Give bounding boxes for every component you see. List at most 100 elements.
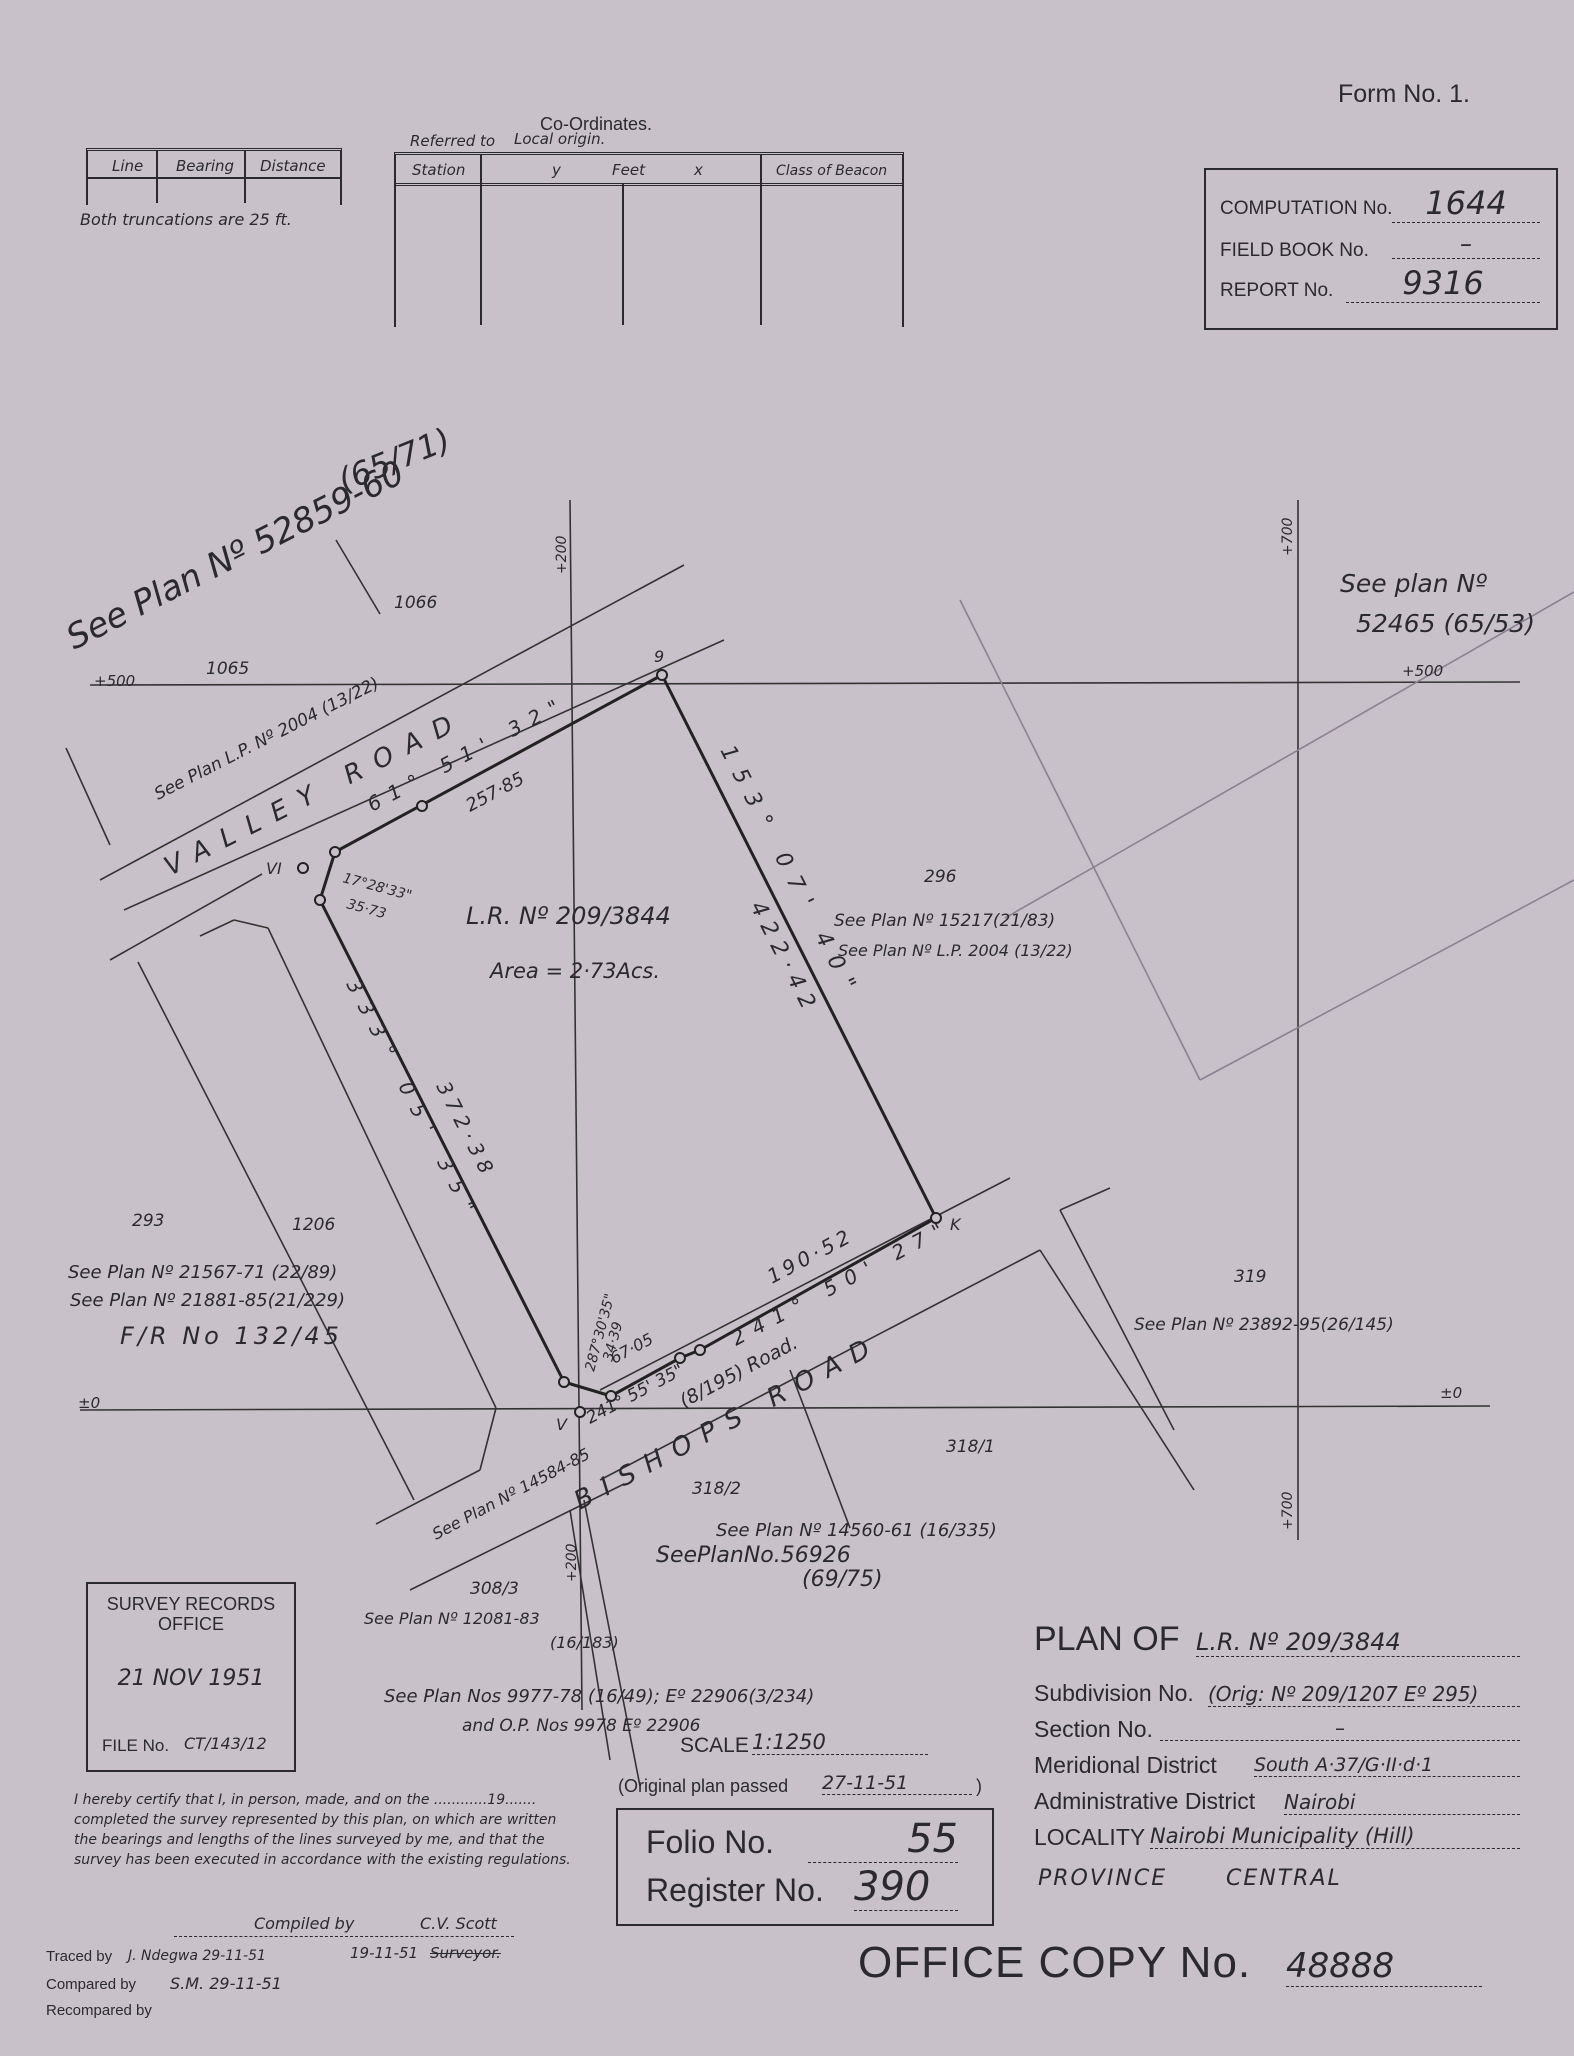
see-plans-bottom-1: See Plan Nos 9977-78 (16/49); Eº 22906(3… [384, 1686, 815, 1707]
valley-road-label: VALLEY ROAD [160, 704, 471, 882]
compiled-by-value: C.V. Scott [420, 1914, 497, 1933]
computation-value: 1644 [1392, 184, 1540, 223]
see-plan-lp2004-right: See Plan Nº L.P. 2004 (13/22) [838, 941, 1073, 960]
locality-value: Nairobi Municipality (Hill) [1150, 1824, 1520, 1849]
meridional-value: South A·37/G·II·d·1 [1254, 1754, 1520, 1777]
computation-box: COMPUTATION No. 1644 FIELD BOOK No. – RE… [1204, 168, 1558, 330]
file-no-label: FILE No. [102, 1736, 170, 1755]
original-passed-label: (Original plan passed [618, 1776, 789, 1796]
grid-0-right: ±0 [1440, 1384, 1462, 1402]
beacon-k: K [950, 1215, 962, 1234]
line-header: Line [112, 157, 144, 175]
see-plan-21881: See Plan Nº 21881-85(21/229) [70, 1290, 345, 1311]
see-plan-15217: See Plan Nº 15217(21/83) [834, 911, 1055, 931]
original-passed-value: 27-11-51 [822, 1772, 972, 1795]
y-header: y [552, 161, 561, 179]
file-no-value: CT/143/12 [184, 1734, 267, 1753]
class-of-beacon-header: Class of Beacon [776, 163, 888, 179]
distance-35-73: 35·73 [345, 896, 388, 922]
see-plan-top-right-line2: 52465 (65/53) [1356, 609, 1535, 638]
compared-by-label: Compared by [46, 1976, 137, 1993]
beacon-vi: VI [266, 859, 282, 878]
grid-500-right: +500 [1402, 662, 1443, 680]
truncation-note: Both truncations are 25 ft. [80, 210, 292, 229]
lot-318-2: 318/2 [692, 1479, 741, 1499]
see-plan-14584: See Plan Nº 14584-85 [429, 1444, 593, 1543]
certify-line-4: survey has been executed in accordance w… [74, 1852, 571, 1868]
bearing-241b: 241° 55' 35" [583, 1360, 687, 1428]
plan-of-label: PLAN OF [1034, 1620, 1180, 1658]
survey-records-title: SURVEY RECORDS [106, 1594, 276, 1614]
lot-318-1: 318/1 [946, 1437, 995, 1457]
see-plan-56926: SeePlanNo.56926 [656, 1543, 851, 1568]
field-book-value: – [1392, 230, 1540, 259]
original-passed-end: ) [976, 1776, 982, 1796]
see-plan-23892: See Plan Nº 23892-95(26/145) [1134, 1315, 1394, 1335]
lr-number: L.R. Nº 209/3844 [466, 902, 671, 930]
folio-label: Folio No. [646, 1824, 775, 1860]
traced-by-value: J. Ndegwa 29-11-51 [128, 1948, 266, 1964]
see-plans-bottom-2: and O.P. Nos 9978 Eº 22906 [462, 1716, 701, 1736]
province-value: CENTRAL [1226, 1866, 1342, 1891]
ref-16-183: (16/183) [550, 1633, 619, 1652]
section-label: Section No. [1034, 1716, 1153, 1742]
compared-by-value: S.M. 29-11-51 [170, 1974, 282, 1993]
compiled-date: 19-11-51 [350, 1944, 419, 1962]
feet-header: Feet [612, 161, 645, 179]
grid-0-left: ±0 [78, 1394, 100, 1412]
certify-line-2: completed the survey represented by this… [74, 1812, 557, 1828]
lot-1066: 1066 [394, 593, 437, 613]
certify-line-1: I hereby certify that I, in person, made… [74, 1792, 537, 1808]
computation-label: COMPUTATION No. [1220, 198, 1393, 219]
beacon-9: 9 [654, 647, 664, 666]
subdivision-label: Subdivision No. [1034, 1680, 1194, 1706]
register-label: Register No. [646, 1872, 824, 1908]
survey-records-box: SURVEY RECORDS OFFICE 21 NOV 1951 FILE N… [86, 1582, 296, 1772]
office-copy-value: 48888 [1286, 1946, 1482, 1987]
coordinates-table: Station y Feet x Class of Beacon [394, 152, 904, 327]
lot-1206: 1206 [292, 1215, 335, 1235]
scale-label: SCALE [680, 1734, 749, 1757]
compiled-by-label: Compiled by [254, 1914, 355, 1933]
station-header: Station [412, 161, 466, 179]
see-plan-12081: See Plan Nº 12081-83 [364, 1609, 540, 1628]
grid-700-bottom: +700 [1280, 1491, 1296, 1530]
see-plan-top-right-line1: See plan Nº [1340, 569, 1487, 598]
locality-label: LOCALITY [1034, 1824, 1146, 1850]
meridional-label: Meridional District [1034, 1752, 1217, 1778]
recompared-by-label: Recompared by [46, 2002, 152, 2019]
survey-records-date: 21 NOV 1951 [117, 1666, 265, 1691]
grid-200-top: +200 [554, 535, 570, 574]
referred-to-label: Referred to [410, 132, 496, 150]
distance-257: 257·85 [462, 768, 527, 816]
see-plan-21567: See Plan Nº 21567-71 (22/89) [68, 1262, 337, 1283]
distance-header: Distance [260, 157, 326, 175]
subdivision-value: (Orig: Nº 209/1207 Eº 295) [1208, 1682, 1520, 1707]
province-label: PROVINCE [1038, 1866, 1168, 1891]
lot-1065: 1065 [206, 659, 249, 679]
form-number: Form No. 1. [1338, 80, 1470, 108]
ref-69-75: (69/75) [802, 1567, 883, 1592]
local-origin-label: Local origin. [514, 130, 606, 148]
plan-of-value: L.R. Nº 209/3844 [1196, 1628, 1520, 1657]
lot-293: 293 [132, 1211, 164, 1231]
lot-296: 296 [924, 867, 957, 887]
report-label: REPORT No. [1220, 280, 1334, 301]
bearing-header: Bearing [176, 157, 235, 175]
survey-records-office: OFFICE [158, 1614, 224, 1634]
traced-by-label: Traced by [46, 1948, 113, 1965]
line-table: Line Bearing Distance [86, 148, 342, 205]
surveyor-label: Surveyor. [430, 1944, 501, 1962]
lot-308-3: 308/3 [470, 1579, 519, 1599]
fr-number: F/R No 132/45 [120, 1322, 343, 1350]
grid-700-top: +700 [1280, 517, 1296, 556]
grid-500-left: +500 [94, 672, 135, 690]
register-value: 390 [854, 1864, 958, 1911]
admin-district-label: Administrative District [1034, 1788, 1256, 1814]
see-plan-14560: See Plan Nº 14560-61 (16/335) [716, 1520, 997, 1541]
section-value: – [1160, 1716, 1520, 1741]
beacon-v: V [556, 1415, 568, 1434]
lot-319: 319 [1234, 1267, 1266, 1287]
coordinates-title: Co-Ordinates. [540, 114, 653, 134]
folio-value: 55 [808, 1816, 958, 1863]
